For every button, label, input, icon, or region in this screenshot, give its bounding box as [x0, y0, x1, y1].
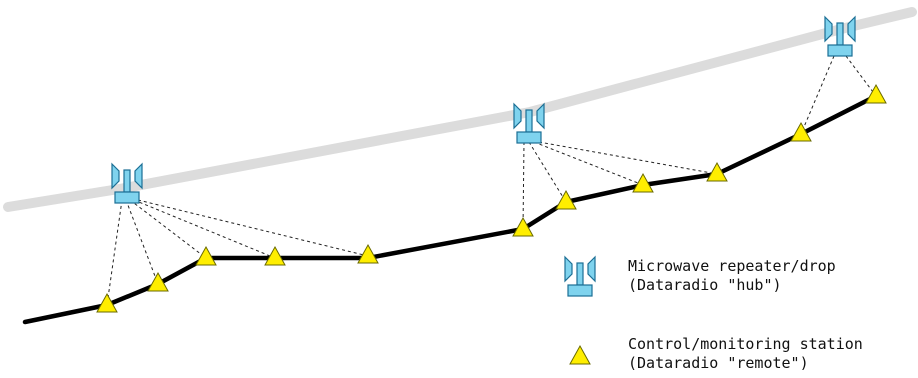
legend: Microwave repeater/drop (Dataradio "hub"… [564, 256, 863, 372]
legend-repeater-sublabel: (Dataradio "hub") [628, 276, 782, 294]
radio-link [845, 55, 877, 97]
radio-link [533, 141, 644, 186]
radio-link [522, 141, 525, 230]
radio-link [129, 199, 207, 259]
triangle-station-icon [264, 245, 286, 266]
triangle-station-icon [96, 292, 118, 313]
legend-repeater-label: Microwave repeater/drop [628, 257, 836, 275]
radio-link [106, 199, 123, 306]
triangle-station-icon [195, 245, 217, 266]
radio-link [137, 199, 369, 257]
triangle-station-icon [569, 344, 591, 365]
radio-link [538, 141, 718, 175]
triangle-station-icon [512, 216, 534, 237]
microwave-repeater-icon [824, 16, 856, 57]
radio-link [800, 55, 835, 135]
triangle-station-icon [555, 189, 577, 210]
remote-stations [96, 83, 887, 313]
microwave-backbone-path [3, 7, 917, 212]
microwave-repeater-icon [564, 256, 596, 297]
triangle-station-icon [706, 161, 728, 182]
legend-station-label: Control/monitoring station [628, 335, 863, 353]
radio-link [528, 141, 567, 203]
radio-link [125, 199, 159, 285]
radio-links [106, 55, 877, 306]
microwave-repeater-icon [111, 163, 143, 204]
radio-link [133, 199, 276, 259]
triangle-station-icon [147, 271, 169, 292]
triangle-station-icon [632, 172, 654, 193]
triangle-station-icon [357, 243, 379, 264]
triangle-station-icon [865, 83, 887, 104]
legend-station-sublabel: (Dataradio "remote") [628, 354, 809, 372]
triangle-station-icon [790, 121, 812, 142]
microwave-repeater-icon [513, 103, 545, 144]
repeater-hubs [111, 16, 856, 204]
